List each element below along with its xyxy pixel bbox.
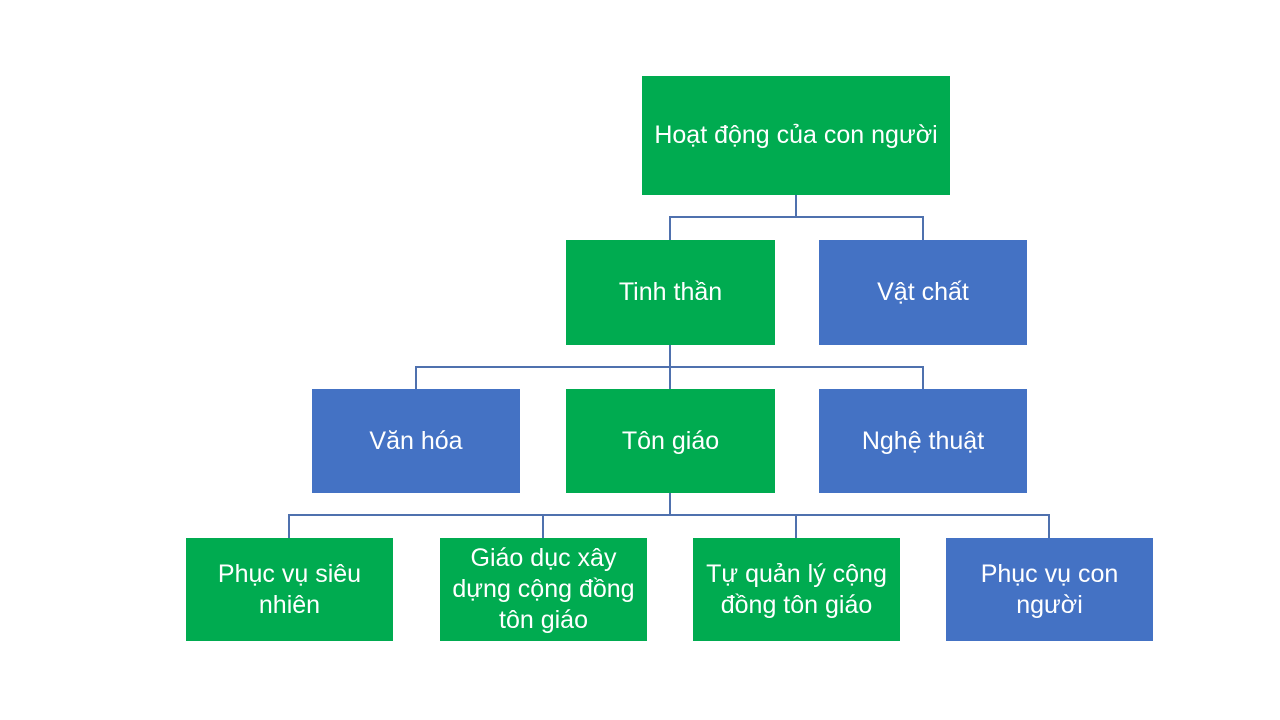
connector-level4-horizontal [288,514,1050,516]
node-tu-quan-ly-cong-dong-ton-giao: Tự quản lý cộng đồng tôn giáo [693,538,900,641]
node-hoat-dong-cua-con-nguoi: Hoạt động của con người [642,76,950,195]
connector-drop-van-hoa [415,366,417,389]
node-phuc-vu-con-nguoi: Phục vụ con người [946,538,1153,641]
node-label: Tự quản lý cộng đồng tôn giáo [706,559,887,619]
node-label: Tinh thần [618,278,723,306]
connector-drop-giao-duc [542,514,544,538]
connector-tinh-than-stub [669,345,671,367]
node-label: Vật chất [877,278,969,306]
connector-drop-ton-giao [669,366,671,389]
connector-ton-giao-stub [669,493,671,515]
node-label: Hoạt động của con người [654,121,938,149]
node-label: Giáo dục xây dựng cộng đồng tôn giáo [452,544,635,634]
node-tinh-than: Tinh thần [566,240,775,345]
node-label: Phục vụ siêu nhiên [217,559,362,619]
connector-drop-tinh-than [669,216,671,240]
connector-drop-phuc-vu-con-nguoi [1048,514,1050,538]
node-label: Phục vụ con người [980,559,1119,619]
node-vat-chat: Vật chất [819,240,1027,345]
connector-root-stub [795,195,797,217]
node-label: Văn hóa [369,426,463,455]
connector-drop-tu-quan-ly [795,514,797,538]
connector-drop-phuc-vu-sieu-nhien [288,514,290,538]
connector-level2-horizontal [669,216,924,218]
node-label: Tôn giáo [621,426,720,455]
connector-drop-nghe-thuat [922,366,924,389]
node-phuc-vu-sieu-nhien: Phục vụ siêu nhiên [186,538,393,641]
node-nghe-thuat: Nghệ thuật [819,389,1027,493]
node-giao-duc-xay-dung-cong-dong-ton-giao: Giáo dục xây dựng cộng đồng tôn giáo [440,538,647,641]
node-van-hoa: Văn hóa [312,389,520,493]
connector-drop-vat-chat [922,216,924,240]
node-ton-giao: Tôn giáo [566,389,775,493]
node-label: Nghệ thuật [861,426,985,455]
